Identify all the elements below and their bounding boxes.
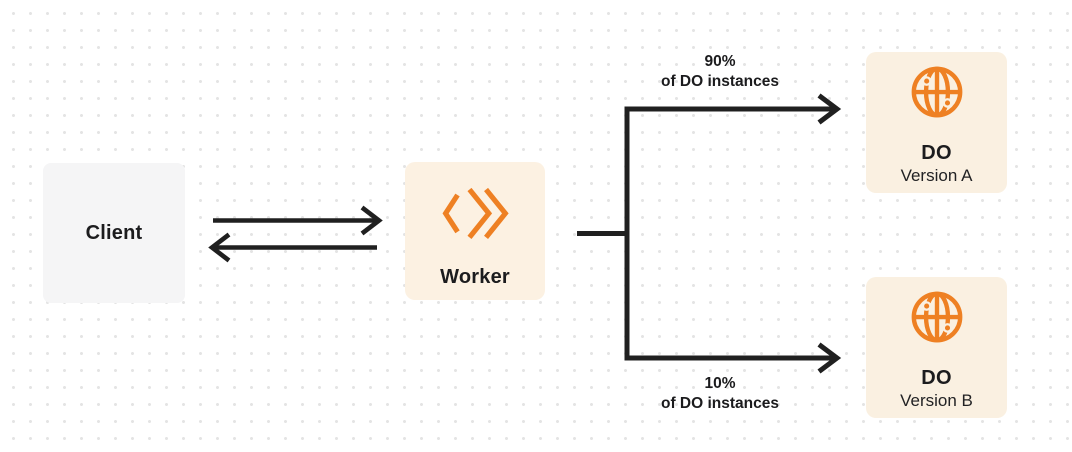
do-b-title: DO bbox=[921, 367, 952, 389]
edge-10-percent-caption: of DO instances bbox=[661, 395, 779, 412]
arrow-branch-to-do-a bbox=[624, 93, 842, 358]
globe-icon bbox=[909, 64, 965, 120]
arrow-client-to-worker bbox=[213, 205, 383, 236]
edge-90-percent-caption: of DO instances bbox=[661, 73, 779, 90]
arrow-worker-to-client bbox=[208, 232, 377, 263]
do-b-subtitle: Version B bbox=[900, 391, 973, 410]
edge-label-90-percent: 90% of DO instances bbox=[620, 52, 820, 92]
do-version-a-node: DO Version A bbox=[866, 52, 1007, 193]
worker-label: Worker bbox=[440, 266, 510, 288]
edge-label-10-percent: 10% of DO instances bbox=[620, 374, 820, 414]
client-label: Client bbox=[85, 221, 143, 244]
arrow-branch-to-do-b bbox=[624, 342, 842, 374]
do-a-subtitle: Version A bbox=[900, 166, 973, 185]
globe-icon bbox=[909, 289, 965, 345]
do-version-b-node: DO Version B bbox=[866, 277, 1007, 418]
client-node: Client bbox=[43, 163, 185, 303]
worker-node: Worker bbox=[405, 162, 545, 300]
do-a-title: DO bbox=[921, 142, 952, 164]
workers-chevrons-icon bbox=[440, 184, 510, 241]
edge-90-percent-value: 90% bbox=[704, 53, 736, 70]
edge-10-percent-value: 10% bbox=[704, 375, 736, 392]
